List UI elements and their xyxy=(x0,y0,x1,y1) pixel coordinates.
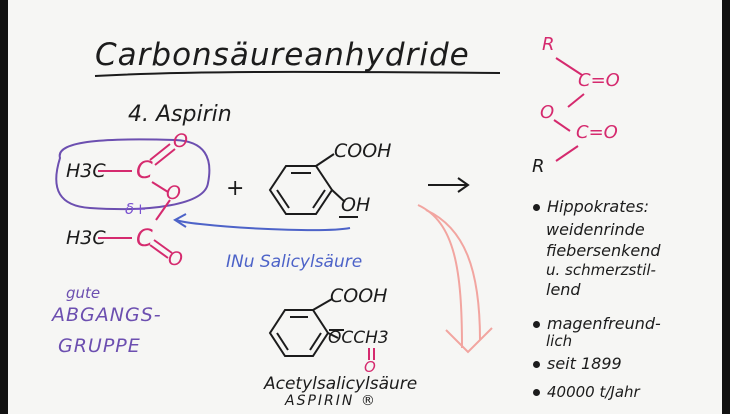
product-carbonyl-o: O xyxy=(364,358,376,376)
anhydride-bond-r-c xyxy=(555,57,583,76)
reactant-o-bridge: O xyxy=(166,182,181,204)
anhydride-co-top: C=O xyxy=(578,70,620,91)
note-2-line-2: lich xyxy=(546,332,573,350)
anhydride-bond-c-r xyxy=(555,145,579,162)
product-arrow-curve-2 xyxy=(425,209,481,341)
reactant-c-top: C xyxy=(136,156,153,184)
note-text: seit 1899 xyxy=(547,354,622,373)
reactant-h3c-bottom: H3C xyxy=(66,227,106,249)
leaving-group-line-3: GRUPPE xyxy=(58,335,141,357)
anhydride-r-bottom: R xyxy=(532,156,545,177)
note-4-line-1: 40000 t/Jahr xyxy=(533,385,640,400)
note-text: Hippokrates: xyxy=(547,197,650,216)
salicylic-oh: OH xyxy=(341,194,371,216)
product-bond-cooh xyxy=(312,298,333,311)
delta-plus-label: δ+ xyxy=(125,200,147,218)
product-ring-double-2 xyxy=(276,332,289,351)
anhydride-co-bottom: C=O xyxy=(576,122,618,143)
salicylic-label: INu Salicylsäure xyxy=(226,252,363,272)
bullet-icon xyxy=(533,389,540,396)
note-text: magenfreund- xyxy=(547,314,661,333)
frame-right-edge xyxy=(722,0,730,414)
bond-c-o-bottom-1 xyxy=(149,244,169,259)
bond-c-o-bridge xyxy=(151,181,169,193)
note-1-line-3: fiebersenkend xyxy=(546,241,661,260)
bond-c-o-top-2 xyxy=(154,148,176,166)
salicylic-ring-double-2 xyxy=(276,189,290,209)
anhydride-bond-c-o xyxy=(567,93,585,108)
note-text: 40000 t/Jahr xyxy=(547,383,640,401)
page-title: Carbonsäureanhydride xyxy=(95,37,470,73)
note-3-line-1: seit 1899 xyxy=(533,356,622,372)
product-ring-double-3 xyxy=(309,332,322,351)
product-arrow-curve xyxy=(417,204,463,349)
product-ester: OCCH3 xyxy=(328,328,389,348)
reactant-o-bottom: O xyxy=(168,248,183,270)
salicylic-ring-double-3 xyxy=(312,189,326,209)
anhydride-bond-o-c xyxy=(553,119,571,132)
nucleophile-arrow-head xyxy=(173,213,187,228)
product-bond-ester xyxy=(327,332,339,339)
note-1-line-2: weidenrinde xyxy=(546,220,645,239)
leaving-group-line-2: ABGANGS- xyxy=(52,304,162,326)
product-cooh: COOH xyxy=(330,285,388,307)
note-2-line-1: magenfreund- xyxy=(533,316,661,332)
bond-o-c-bottom xyxy=(155,199,171,221)
reactant-c-bottom: C xyxy=(136,224,153,252)
product-arrow-head xyxy=(445,327,493,354)
leaving-group-line-1: gute xyxy=(66,284,101,302)
note-1-line-4: u. schmerzstil- xyxy=(546,261,656,279)
frame-left-edge xyxy=(0,0,8,414)
reactant-h3c-top: H3C xyxy=(66,160,106,182)
bond-c-o-top-1 xyxy=(149,143,171,161)
salicylic-bond-oh xyxy=(331,189,346,203)
plus-sign: + xyxy=(226,176,245,201)
salicylic-cooh: COOH xyxy=(334,140,392,162)
nucleophile-attack-arrow xyxy=(175,219,351,232)
acetyl-group-loop xyxy=(55,138,211,211)
bond-c-o-bottom-2 xyxy=(153,239,173,254)
bullet-icon xyxy=(533,361,540,368)
product-brand: ASPIRIN ® xyxy=(285,393,377,409)
bullet-icon xyxy=(533,321,540,328)
section-heading: 4. Aspirin xyxy=(128,102,232,127)
anhydride-o-bridge: O xyxy=(540,102,555,123)
anhydride-r-top: R xyxy=(542,34,555,55)
reaction-arrow-head xyxy=(457,177,470,193)
product-name: Acetylsalicylsäure xyxy=(264,374,418,394)
title-underline xyxy=(94,70,501,77)
reactant-o-top: O xyxy=(173,130,188,152)
note-1-line-1: Hippokrates: xyxy=(533,199,649,215)
salicylic-bond-cooh xyxy=(315,153,335,167)
note-1-line-5: lend xyxy=(546,280,581,299)
bullet-icon xyxy=(533,204,540,211)
